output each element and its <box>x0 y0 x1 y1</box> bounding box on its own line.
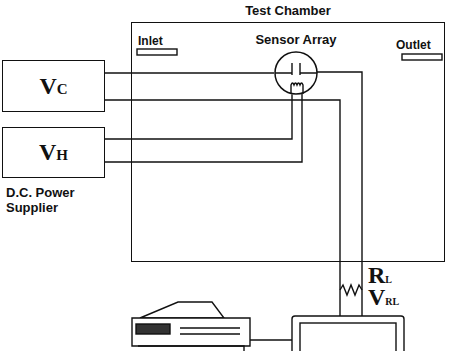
chamber-title: Test Chamber <box>132 3 444 18</box>
supply-name: VC <box>39 73 67 100</box>
wire <box>105 94 302 162</box>
voltage-label: VRL <box>368 290 399 309</box>
wire <box>317 72 362 290</box>
test-chamber: Test ChamberSensor Array <box>131 22 445 262</box>
outlet-label: Outlet <box>396 38 431 52</box>
wire-connector <box>105 95 292 140</box>
power-supply-box: VH <box>2 127 105 178</box>
cable <box>250 339 292 340</box>
sensor-circle: Sensor Array <box>274 51 318 95</box>
inlet-label: Inlet <box>138 34 163 48</box>
computer-illustration <box>292 316 404 351</box>
wire <box>340 290 362 316</box>
outlet-pipe <box>402 54 442 60</box>
supply-label: D.C. Power Supplier <box>6 185 96 215</box>
inlet-pipe <box>137 49 177 55</box>
supply-name: VH <box>39 139 68 166</box>
printer-illustration <box>132 302 250 351</box>
sensor-symbol <box>274 51 318 95</box>
resistor-symbol <box>340 285 362 295</box>
sensor-title: Sensor Array <box>255 32 336 47</box>
power-supply-box: VC <box>2 60 105 112</box>
